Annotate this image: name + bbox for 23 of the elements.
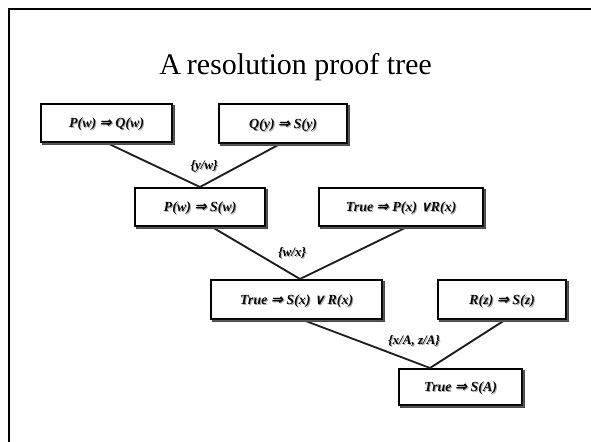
clause-text: True ⇒ S(A) — [424, 379, 497, 396]
clause-box — [40, 103, 173, 143]
clause-box — [210, 279, 383, 320]
connector-line — [106, 142, 200, 188]
connector-line — [429, 319, 506, 369]
clause-text: True ⇒ S(x) ∨ R(x) — [240, 292, 354, 308]
title: A resolution proof tree — [158, 48, 433, 82]
clause-box — [318, 187, 484, 227]
clause-box — [218, 103, 348, 144]
clause-text: P(w) ⇒ S(w) — [164, 199, 236, 216]
edge-label: {y/w} — [188, 157, 220, 173]
clause-text: R(z) ⇒ S(z) — [469, 292, 535, 308]
clause-text: P(w) ⇒ Q(w) — [69, 115, 144, 132]
clause-text: True ⇒ P(x) ∨R(x) — [346, 199, 456, 216]
clause-box — [437, 279, 567, 320]
clause-box — [134, 187, 266, 227]
clause-text: Q(y) ⇒ S(y) — [249, 116, 317, 132]
connector-line — [300, 226, 408, 280]
connector-line — [212, 226, 300, 280]
edge-label: {x/A, z/A} — [386, 332, 442, 348]
clause-box — [398, 368, 523, 406]
connector-line — [200, 143, 280, 188]
edge-label: {w/x} — [276, 244, 308, 260]
